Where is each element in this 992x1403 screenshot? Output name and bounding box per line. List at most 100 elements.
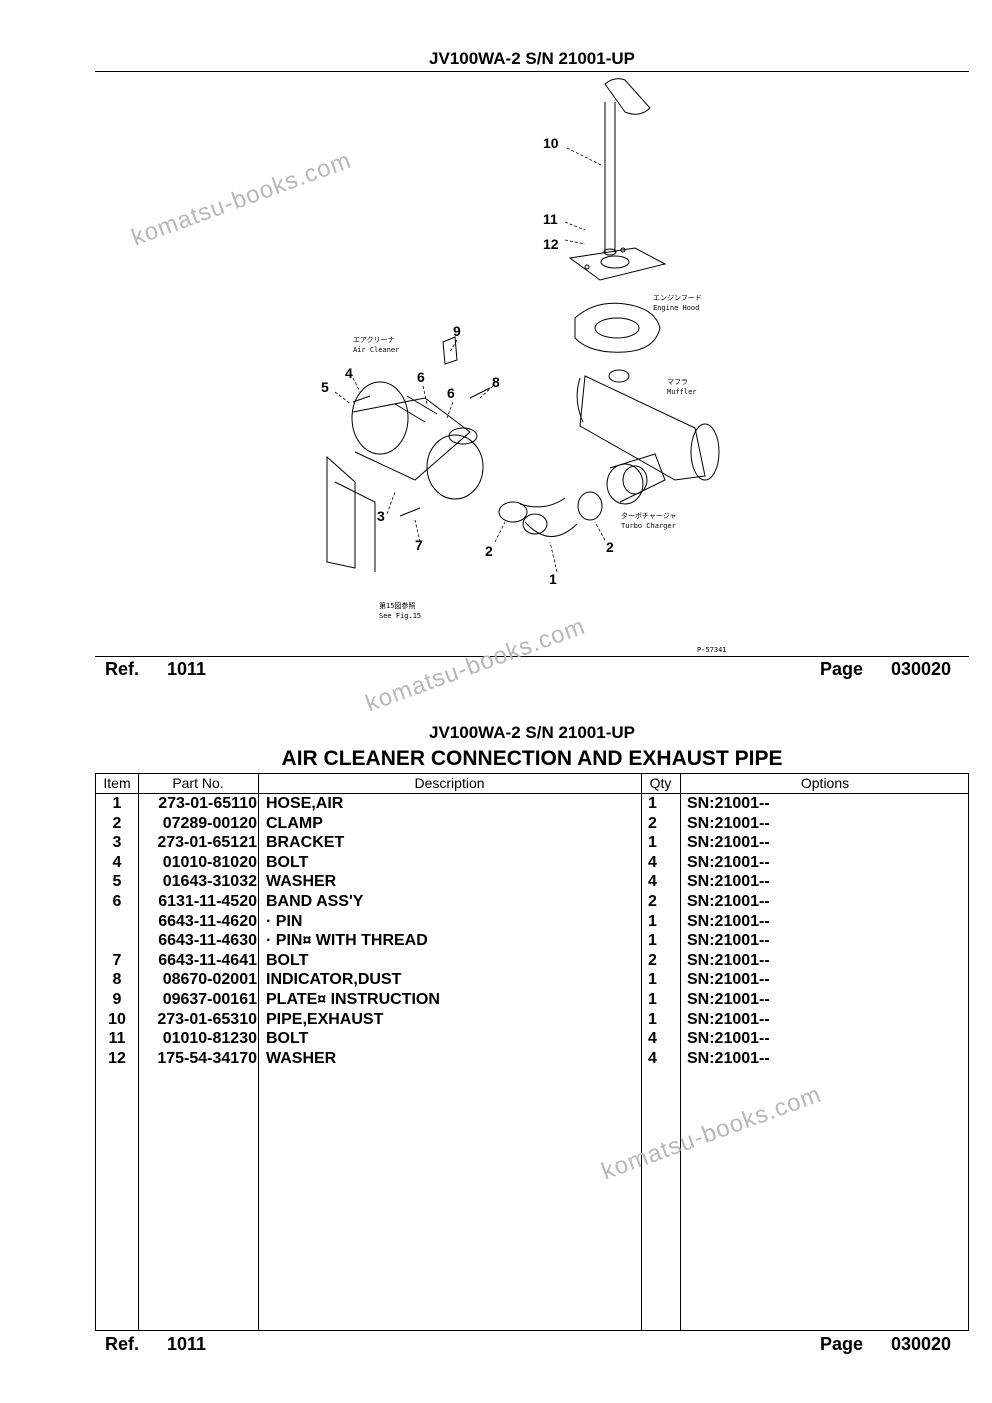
header-description: Description [414, 775, 485, 791]
table-row: 6 6131-11-4520 BAND ASS'Y 2 SN:21001-- [96, 892, 968, 912]
cell-part-no: 6643-11-4620 [158, 912, 257, 930]
cell-options: SN:21001-- [687, 814, 770, 832]
top-header-rule [95, 71, 969, 72]
hose-drawing [498, 491, 603, 537]
callout-2a: 2 [485, 543, 493, 559]
cell-options: SN:21001-- [687, 912, 770, 930]
table-row: 1 273-01-65110 HOSE,AIR 1 SN:21001-- [96, 794, 968, 814]
bottom-header: JV100WA-2 S/N 21001-UP [429, 723, 635, 742]
callout-9: 9 [453, 323, 461, 339]
table-row: 6643-11-4630 · PIN¤ WITH THREAD 1 SN:210… [96, 931, 968, 951]
cell-options: SN:21001-- [687, 873, 770, 891]
cell-item: 2 [112, 814, 122, 832]
cell-description: · PIN [266, 912, 303, 930]
top-header: JV100WA-2 S/N 21001-UP [429, 49, 635, 68]
cell-options: SN:21001-- [687, 1049, 770, 1067]
cell-part-no: 08670-02001 [162, 971, 257, 989]
cell-description: PIPE,EXHAUST [266, 1010, 384, 1028]
label-see-fig-jp: 第15図参照 [379, 601, 415, 610]
header-part-no: Part No. [172, 775, 224, 791]
cell-item: 12 [108, 1049, 126, 1067]
header-options: Options [800, 775, 850, 791]
cell-qty: 1 [648, 932, 657, 950]
cell-item: 8 [112, 971, 122, 989]
cell-item: 1 [112, 795, 122, 812]
label-air-cleaner-jp: エアクリーナ [353, 336, 395, 344]
cell-qty: 1 [648, 971, 657, 989]
cell-options: SN:21001-- [687, 971, 770, 989]
cell-description: BOLT [266, 951, 309, 969]
turbo-connector-drawing [606, 453, 666, 505]
cell-qty: 2 [648, 951, 657, 969]
engine-hood-gasket-drawing [574, 302, 661, 353]
label-engine-hood-en: Engine Hood [653, 304, 699, 312]
exhaust-pipe-drawing [568, 78, 667, 281]
page-title: AIR CLEANER CONNECTION AND EXHAUST PIPE [281, 747, 783, 770]
cell-item: 7 [112, 951, 122, 969]
callout-2b: 2 [606, 539, 614, 555]
callout-6a: 6 [417, 369, 425, 385]
parts-table: Item Part No. Description Qty Options 1 … [95, 773, 969, 1331]
cell-options: SN:21001-- [687, 893, 770, 910]
label-fig-code: P-57341 [697, 646, 727, 654]
cell-description: BRACKET [266, 834, 345, 852]
cell-item: 5 [112, 873, 122, 891]
top-page-label: Page [820, 659, 864, 679]
cell-qty: 2 [648, 893, 657, 910]
header-divider [96, 793, 968, 794]
callout-12: 12 [543, 236, 559, 252]
cell-part-no: 6131-11-4520 [158, 893, 257, 910]
cell-options: SN:21001-- [687, 951, 770, 969]
table-row: 9 09637-00161 PLATE¤ INSTRUCTION 1 SN:21… [96, 990, 968, 1010]
cell-item: 3 [112, 834, 122, 852]
callout-11: 11 [543, 211, 558, 227]
cell-qty: 1 [648, 795, 657, 812]
callout-3: 3 [377, 508, 385, 524]
top-ref-value: 1011 [167, 659, 207, 679]
cell-description: BAND ASS'Y [266, 893, 364, 910]
col-divider [641, 774, 642, 1330]
cell-options: SN:21001-- [687, 1010, 770, 1028]
cell-description: BOLT [266, 853, 309, 871]
callout-1: 1 [549, 571, 557, 587]
muffler-drawing [576, 369, 720, 481]
parts-diagram: 10 11 12 9 4 5 6 6 8 3 7 2 2 1 エアクリーナ Ai… [321, 78, 727, 654]
callout-4: 4 [345, 365, 353, 381]
table-row: 2 07289-00120 CLAMP 2 SN:21001-- [96, 814, 968, 834]
cell-part-no: 09637-00161 [162, 991, 257, 1008]
bottom-ref-label: Ref. [105, 1334, 140, 1354]
table-row: 8 08670-02001 INDICATOR,DUST 1 SN:21001-… [96, 970, 968, 990]
cell-part-no: 01010-81230 [162, 1030, 257, 1048]
cell-qty: 4 [648, 1049, 657, 1067]
cell-description: PLATE¤ INSTRUCTION [266, 991, 440, 1008]
col-divider [258, 774, 259, 1330]
cell-qty: 1 [648, 1010, 657, 1028]
table-row: 12 175-54-34170 WASHER 4 SN:21001-- [96, 1049, 968, 1069]
label-air-cleaner-en: Air Cleaner [353, 346, 399, 354]
bottom-ref-value: 1011 [167, 1334, 207, 1354]
cell-item: 10 [108, 1010, 126, 1028]
cell-description: INDICATOR,DUST [266, 971, 402, 989]
table-row: 6643-11-4620 · PIN 1 SN:21001-- [96, 912, 968, 932]
callout-8: 8 [492, 374, 500, 390]
table-row: 11 01010-81230 BOLT 4 SN:21001-- [96, 1029, 968, 1049]
cell-part-no: 6643-11-4630 [158, 932, 257, 950]
header-qty: Qty [649, 775, 672, 791]
cell-qty: 4 [648, 853, 657, 871]
cell-description: WASHER [266, 1049, 337, 1067]
table-row: 3 273-01-65121 BRACKET 1 SN:21001-- [96, 833, 968, 853]
cell-description: CLAMP [266, 814, 323, 832]
cell-part-no: 01010-81020 [162, 853, 257, 871]
header-item: Item [103, 775, 131, 791]
cell-description: · PIN¤ WITH THREAD [266, 932, 428, 950]
diagram-bottom-rule [95, 656, 969, 657]
cell-options: SN:21001-- [687, 991, 770, 1008]
cell-item: 4 [112, 853, 122, 871]
cell-qty: 1 [648, 834, 657, 852]
top-page-value: 030020 [891, 659, 952, 679]
cell-qty: 2 [648, 814, 657, 832]
cell-qty: 1 [648, 912, 657, 930]
cell-item: 11 [108, 1030, 126, 1048]
table-row: 10 273-01-65310 PIPE,EXHAUST 1 SN:21001-… [96, 1010, 968, 1030]
cell-item: 9 [112, 991, 122, 1008]
